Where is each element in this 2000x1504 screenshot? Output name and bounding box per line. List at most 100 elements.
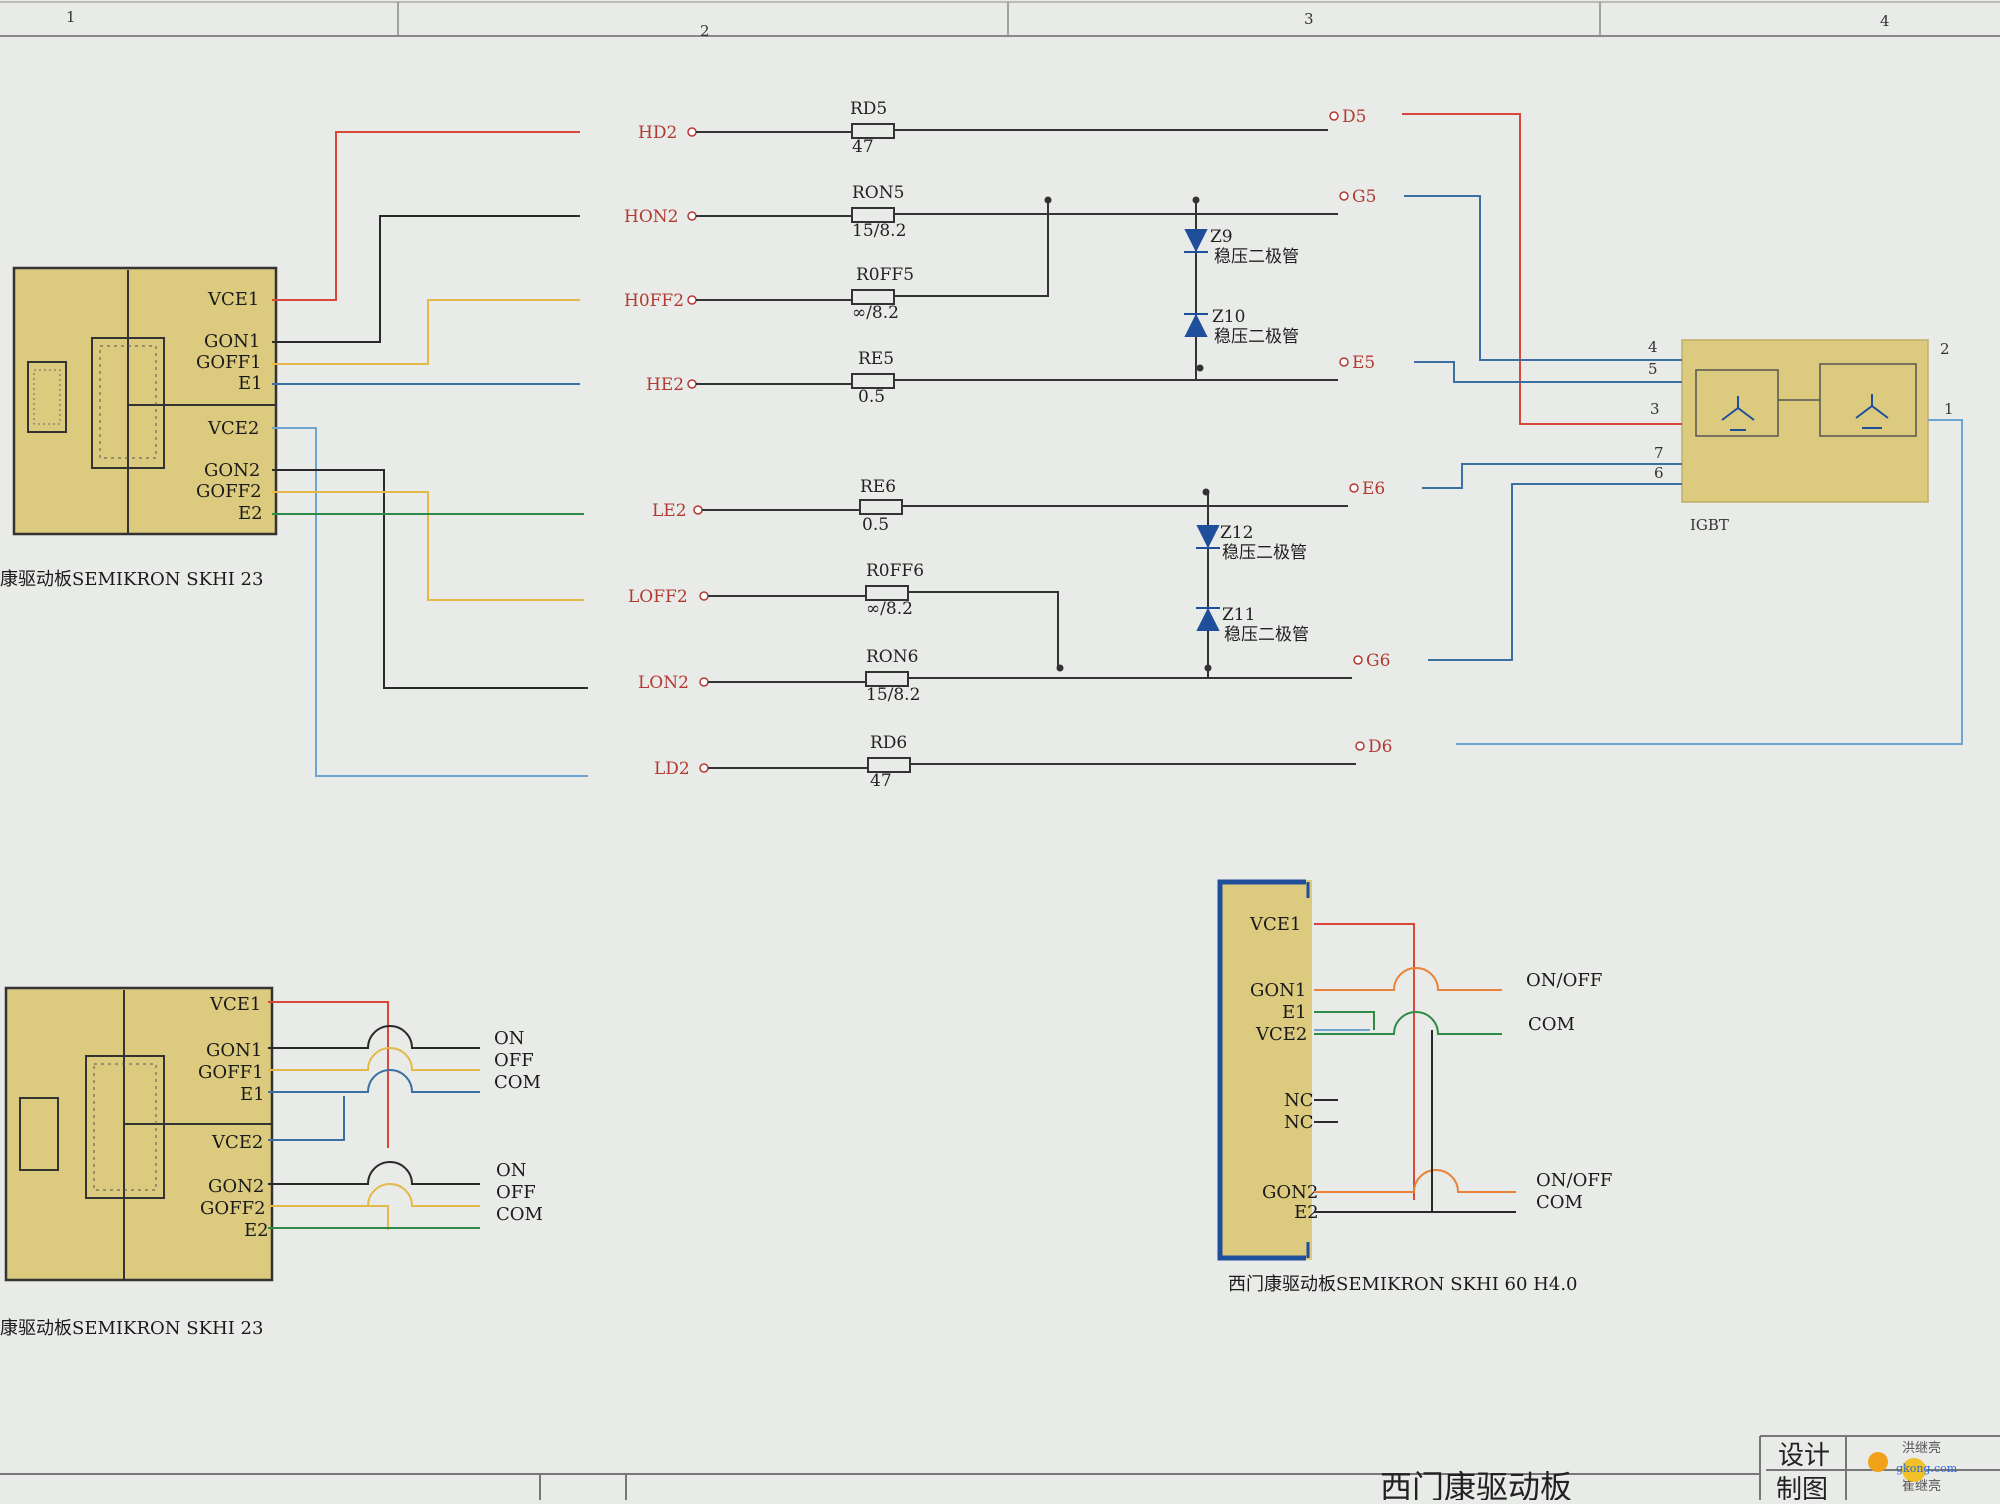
pin-e2: E2 [1294,1202,1319,1223]
zener-z12-desc: 稳压二极管 [1222,543,1307,563]
zener-z12-icon [1196,525,1220,549]
resistor-roff6-value: ∞/8.2 [866,599,913,619]
zone-label: 1 [66,8,76,26]
zener-labels: Z9 稳压二极管 Z10 稳压二极管 Z12 稳压二极管 Z11 稳压二极管 [1210,227,1309,645]
output-off-2: OFF [496,1182,536,1203]
signal-d5: D5 [1342,107,1366,127]
resistor-ron6-value: 15/8.2 [866,685,920,705]
output-off-1: OFF [494,1050,534,1071]
zener-z11-desc: 稳压二极管 [1224,625,1309,645]
igbt-pin-4: 4 [1648,338,1658,356]
output-com-2: COM [1536,1192,1583,1213]
output-wiring [1402,113,1963,745]
resistor-roff5-name: R0FF5 [856,265,914,285]
signal-he2: HE2 [646,375,684,395]
title-block: 西门康驱动板 设计 制图 洪继亮 崔继亮 gkong.com [0,1435,2000,1504]
igbt-pin-7: 7 [1654,444,1664,462]
driver-board-skhi23-top: VCE1 GON1 GOFF1 E1 VCE2 GON2 GOFF2 E2 康驱… [0,266,278,590]
pin-goff1: GOFF1 [198,1062,264,1083]
resistor-re5-name: RE5 [858,349,894,369]
pin-vce1: VCE1 [1249,914,1301,935]
zener-z10-name: Z10 [1212,307,1245,327]
output-onoff-2: ON/OFF [1536,1170,1612,1191]
junction-dots [1044,196,1212,672]
signal-g5: G5 [1352,187,1376,207]
output-com-1: COM [1528,1014,1575,1035]
resistor-re6-name: RE6 [860,477,896,497]
signal-le2: LE2 [652,501,687,521]
signal-hon2: HON2 [624,207,678,227]
zener-z11-icon [1196,607,1220,631]
pin-vce2: VCE2 [211,1132,263,1153]
signal-ld2: LD2 [654,759,690,779]
pin-gon2: GON2 [204,460,260,481]
resistor-rd6-name: RD6 [870,733,907,753]
zener-z11-name: Z11 [1222,605,1255,625]
gate-network [696,123,1356,773]
pin-e2: E2 [244,1220,269,1241]
pin-gon1: GON1 [204,331,260,352]
output-on-2: ON [496,1160,527,1181]
igbt-pin-3: 3 [1650,400,1660,418]
pin-goff2: GOFF2 [196,481,262,502]
zone-label: 3 [1304,10,1314,28]
title-block-design: 设计 [1778,1441,1830,1471]
bottom-left-wiring [268,1001,480,1230]
pin-vce1: VCE1 [207,289,259,310]
pin-nc-1: NC [1284,1090,1314,1111]
output-onoff-1: ON/OFF [1526,970,1602,991]
title-block-name-2: 崔继亮 [1902,1478,1941,1494]
signal-hd2: HD2 [638,123,677,143]
output-com-1: COM [494,1072,541,1093]
igbt-label: IGBT [1690,516,1729,534]
resistor-rd5-value: 47 [852,137,874,157]
igbt-module: IGBT 4 5 3 7 6 2 1 [1648,338,1954,534]
resistor-roff5-value: ∞/8.2 [852,303,899,323]
resistor-re6-value: 0.5 [862,515,889,535]
pin-vce1: VCE1 [209,994,261,1015]
pin-goff2: GOFF2 [200,1198,266,1219]
igbt-pin-5: 5 [1648,360,1658,378]
zener-z10-icon [1184,313,1208,337]
pin-gon1: GON1 [1250,980,1306,1001]
pin-gon2: GON2 [1262,1182,1318,1203]
resistor-re5-value: 0.5 [858,387,885,407]
drawing-frame: 1 2 3 4 [0,1,2000,40]
zone-label: 2 [700,22,710,40]
watermark-text: gkong.com [1896,1462,1958,1475]
pin-e1: E1 [238,373,263,394]
pin-nc-2: NC [1284,1112,1314,1133]
resistor-ron5-value: 15/8.2 [852,221,906,241]
gear-icon [1902,1458,1926,1482]
right-signal-column: D5 G5 E5 E6 G6 D6 [1329,107,1392,757]
igbt-pin-2: 2 [1940,340,1950,358]
bottom-right-outputs: ON/OFF COM ON/OFF COM [1526,970,1612,1213]
signal-lon2: LON2 [638,673,689,693]
zener-z9-name: Z9 [1210,227,1233,247]
input-wiring [272,131,588,777]
pin-e2: E2 [238,503,263,524]
zone-label: 4 [1880,12,1890,30]
pin-goff1: GOFF1 [196,352,262,373]
resistor-labels: RD5 47 RON5 15/8.2 R0FF5 ∞/8.2 RE5 0.5 R… [850,99,924,791]
driver-board-skhi23-bottom: VCE1 GON1 GOFF1 E1 VCE2 GON2 GOFF2 E2 康驱… [0,986,274,1339]
zener-z12-name: Z12 [1220,523,1253,543]
resistor-rd5-name: RD5 [850,99,887,119]
resistor-roff6-name: R0FF6 [866,561,924,581]
signal-hoff2: H0FF2 [624,291,684,311]
pin-vce2: VCE2 [1255,1024,1307,1045]
board-caption: 西门康驱动板SEMIKRON SKHI 60 H4.0 [1228,1274,1578,1295]
resistor-ron6-name: RON6 [866,647,918,667]
resistor-ron5-name: RON5 [852,183,904,203]
zener-z10-desc: 稳压二极管 [1214,327,1299,347]
output-on-1: ON [494,1028,525,1049]
bottom-left-outputs: ON OFF COM ON OFF COM [494,1028,543,1225]
pin-e1: E1 [240,1084,265,1105]
pin-e1: E1 [1282,1002,1307,1023]
signal-e6: E6 [1362,479,1385,499]
zener-z9-icon [1184,229,1208,253]
pin-vce2: VCE2 [207,418,259,439]
driver-board-skhi60: VCE1 GON1 E1 VCE2 NC NC GON2 E2 西门康驱动板SE… [1217,879,1578,1295]
